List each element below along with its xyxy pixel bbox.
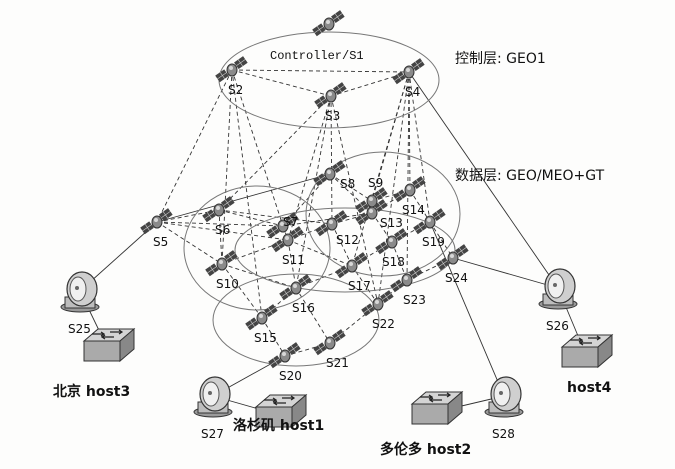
satellite-label-S17: S17 [348,279,371,293]
link-S2-S3 [231,69,332,97]
satellite-label-S19: S19 [422,235,445,249]
control-layer-label: 控制层: GEO1 [455,51,546,67]
orbit-ring-5 [212,273,380,367]
satellite-label-S8: S8 [340,177,355,191]
link-S2-S7 [231,69,284,227]
satellite-icon-S20 [267,341,302,369]
satellite-label-S4: S4 [405,85,420,99]
link-S4-S19 [408,71,431,223]
ground-station-icon-S25 [60,271,100,313]
satellite-icon-S16 [278,273,313,301]
satellite-label-S2: S2 [228,83,243,97]
link-S28-S19 [429,221,505,397]
link-S3-S16 [295,95,332,289]
link-S4-S17 [351,71,410,267]
ground-station-label-S27: S27 [201,427,224,441]
switch-icon-host4 [561,334,613,368]
switch-icon-host2 [411,391,463,425]
link-S4-S23 [406,71,410,281]
satellite-label-S7: S7 [283,215,298,229]
satellite-label-S13: S13 [380,216,403,230]
host4-label: host4 [567,380,612,396]
link-S3-S22 [330,95,379,305]
link-S5-S10 [156,221,223,265]
satellite-icon-S21 [312,328,347,356]
link-S8-S9 [329,173,373,202]
data-layer-label: 数据层: GEO/MEO+GT [455,168,605,184]
link-S2-S5 [156,69,233,223]
satellite-icon-S15 [244,303,279,331]
host2-label: 多伦多 host2 [380,441,471,458]
link-S6-S10 [218,209,223,265]
satellite-icon-S23 [389,265,424,293]
satellite-label-S15: S15 [254,331,277,345]
satellite-label-S9: S9 [368,176,383,190]
ground-station-label-S28: S28 [492,427,515,441]
link-S19-S24 [429,221,454,259]
link-S2-S10 [221,69,233,265]
satellite-label-S21: S21 [326,356,349,370]
link-S4-S14 [408,71,411,191]
link-S7-S13 [282,212,373,227]
satellite-label-S18: S18 [382,255,405,269]
satellite-icon-S18 [374,227,409,255]
host3-label: 北京 host3 [53,383,130,400]
orbit-ring-2 [183,185,331,311]
satellite-icon-S3 [313,81,348,109]
satellite-label-S3: S3 [325,109,340,123]
satellite-icon-S6 [201,195,236,223]
satellite-icon-S14 [392,175,427,203]
link-S10-S15 [221,263,263,319]
ground-station-label-S25: S25 [68,322,91,336]
link-S16-S21 [295,287,331,344]
orbit-ring-3 [305,151,461,277]
satellite-label-S10: S10 [216,277,239,291]
host1-label: 洛杉矶 host1 [233,417,324,434]
link-S11-S16 [287,239,297,289]
ground-station-icon-S26 [538,268,578,310]
link-S26-S4 [408,71,559,289]
satellite-label-S16: S16 [292,301,315,315]
link-S12-S17 [331,223,353,267]
link-S14-S19 [409,189,431,223]
link-S6-S7 [218,209,284,227]
link-S26-S24 [452,257,559,289]
controller-label: Controller/S1 [270,49,364,63]
satellite-label-S22: S22 [372,317,395,331]
orbit-rings [183,31,461,367]
satellite-label-S20: S20 [279,369,302,383]
satellite-label-S23: S23 [403,293,426,307]
link-S5-S11 [156,221,289,241]
ground-station-label-S26: S26 [546,319,569,333]
link-S15-S20 [261,317,286,357]
orbit-ring-4 [234,207,456,293]
ground-station-icon-S27 [193,376,233,418]
link-S5-S8 [156,173,331,223]
switch-icon-host3 [83,328,135,362]
satellite-icon-S5 [139,207,174,235]
satellite-label-S14: S14 [402,203,425,217]
satellite-label-S6: S6 [215,223,230,237]
satellite-label-S11: S11 [282,253,305,267]
satellite-icon-S4 [391,57,426,85]
link-S3-S12 [330,95,333,225]
satellite-label-S12: S12 [336,233,359,247]
satellite-label-S24: S24 [445,271,468,285]
link-S3-S6 [218,95,332,211]
link-S2-S4 [231,69,410,73]
satellite-label-S5: S5 [153,235,168,249]
link-S11-S17 [287,239,353,267]
ground-station-icon-S28 [484,376,524,418]
link-S8-S13 [329,173,373,214]
